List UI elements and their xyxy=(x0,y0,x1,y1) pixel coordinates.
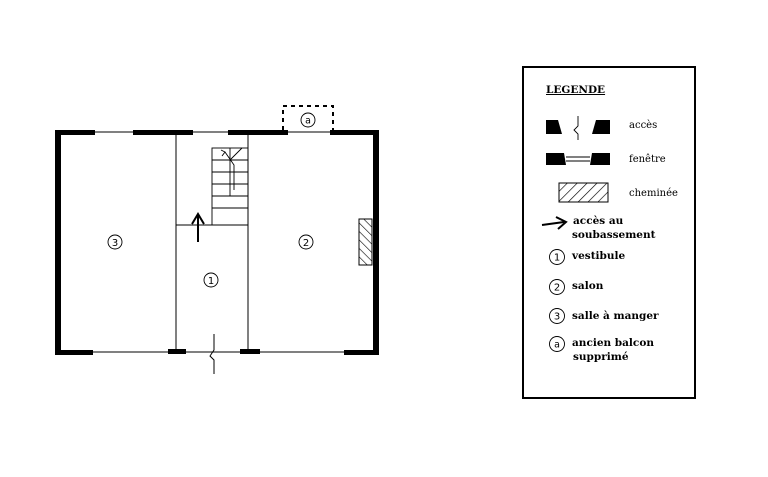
legend-label-basement-line2: soubassement xyxy=(572,229,656,241)
svg-text:1: 1 xyxy=(554,253,560,264)
legend-marker-1: 1 xyxy=(549,249,565,265)
entrance-door xyxy=(209,334,215,374)
svg-text:2: 2 xyxy=(554,283,560,294)
basement-arrow-icon xyxy=(541,216,568,230)
room-marker-2: 2 xyxy=(298,234,314,250)
room-marker-a: a xyxy=(300,112,316,128)
legend-label-basement: accès au soubassement xyxy=(572,214,655,242)
legend-label-balcon-line1: ancien balcon xyxy=(572,337,654,349)
svg-text:a: a xyxy=(554,340,560,351)
former-balcony xyxy=(282,105,334,130)
legend-title: LEGENDE xyxy=(546,84,606,96)
legend-label-balcon: ancien balcon supprimé xyxy=(572,336,654,364)
svg-text:3: 3 xyxy=(112,238,118,249)
legend-marker-3: 3 xyxy=(549,308,565,324)
legend-label-basement-line1: accès au xyxy=(573,215,624,227)
legend-label-salle: salle à manger xyxy=(572,310,659,322)
legend-box: LEGENDE accès fenêtre cheminée accès au … xyxy=(522,66,696,399)
fireplace-symbol-icon xyxy=(558,182,609,203)
svg-text:1: 1 xyxy=(208,276,214,287)
legend-label-salon: salon xyxy=(572,280,604,292)
legend-label-fenetre: fenêtre xyxy=(629,154,666,165)
svg-text:3: 3 xyxy=(554,312,560,323)
outer-walls xyxy=(57,131,376,353)
legend-marker-a: a xyxy=(549,336,565,352)
svg-text:2: 2 xyxy=(303,238,309,249)
window-symbol-icon xyxy=(546,153,610,165)
legend-label-vestibule: vestibule xyxy=(572,250,626,262)
thick-walls xyxy=(55,130,379,355)
svg-text:a: a xyxy=(305,116,311,127)
staircase xyxy=(211,147,249,226)
basement-access-arrow xyxy=(191,212,205,242)
legend-label-cheminee: cheminée xyxy=(629,188,678,199)
legend-marker-2: 2 xyxy=(549,279,565,295)
room-marker-1: 1 xyxy=(203,272,219,288)
access-symbol-icon xyxy=(546,116,610,140)
room-marker-3: 3 xyxy=(107,234,123,250)
legend-label-balcon-line2: supprimé xyxy=(573,351,629,363)
legend-label-acces: accès xyxy=(629,120,658,131)
floor-plan: 3 1 2 a xyxy=(55,105,379,374)
fireplace xyxy=(358,218,373,266)
